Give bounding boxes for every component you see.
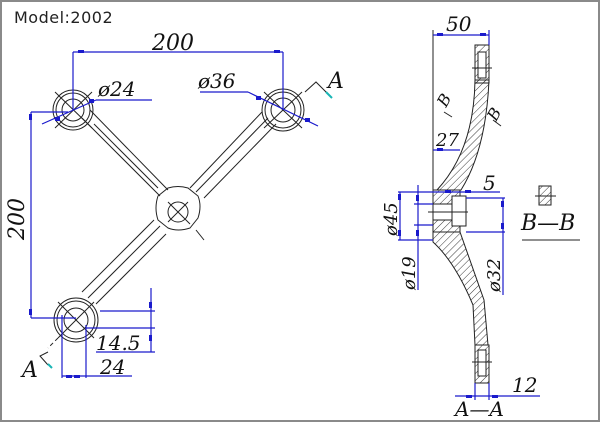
dim-boss-depth: 5 xyxy=(483,171,496,195)
side-section-view xyxy=(428,30,502,384)
dim-horizontal-span: 200 xyxy=(151,31,194,56)
section-marker-a-top xyxy=(325,91,333,99)
section-label-bb: B—B xyxy=(520,211,575,236)
spider-fitting-front-view xyxy=(39,81,329,366)
section-mark-a-top: A xyxy=(326,69,344,94)
section-mark-b1: B xyxy=(433,90,456,111)
section-label-aa: A—A xyxy=(453,397,504,421)
side-dimension-lines xyxy=(398,30,540,400)
section-bb-detail xyxy=(522,185,580,241)
front-dimension-arrows xyxy=(29,50,310,378)
dim-offset: 14.5 xyxy=(96,331,141,355)
front-dimension-lines xyxy=(30,51,319,378)
dim-boss-diameter: ø32 xyxy=(484,258,505,293)
model-title: Model:2002 xyxy=(14,8,114,27)
dim-thickness: 12 xyxy=(512,373,537,397)
dim-hole-large: ø36 xyxy=(197,69,236,93)
dim-vertical-span: 200 xyxy=(5,198,30,241)
section-mark-a-bottom: A xyxy=(20,358,38,383)
dim-outer-diameter: ø45 xyxy=(381,202,402,237)
side-dimension-arrows xyxy=(398,33,504,398)
dim-inner-diameter: ø19 xyxy=(399,256,420,291)
dim-width: 24 xyxy=(99,355,125,379)
dim-curve-offset: 27 xyxy=(435,130,459,151)
dim-hole-small: ø24 xyxy=(97,77,136,101)
section-marker-a-bottom xyxy=(47,363,53,369)
dim-depth: 50 xyxy=(446,12,472,36)
